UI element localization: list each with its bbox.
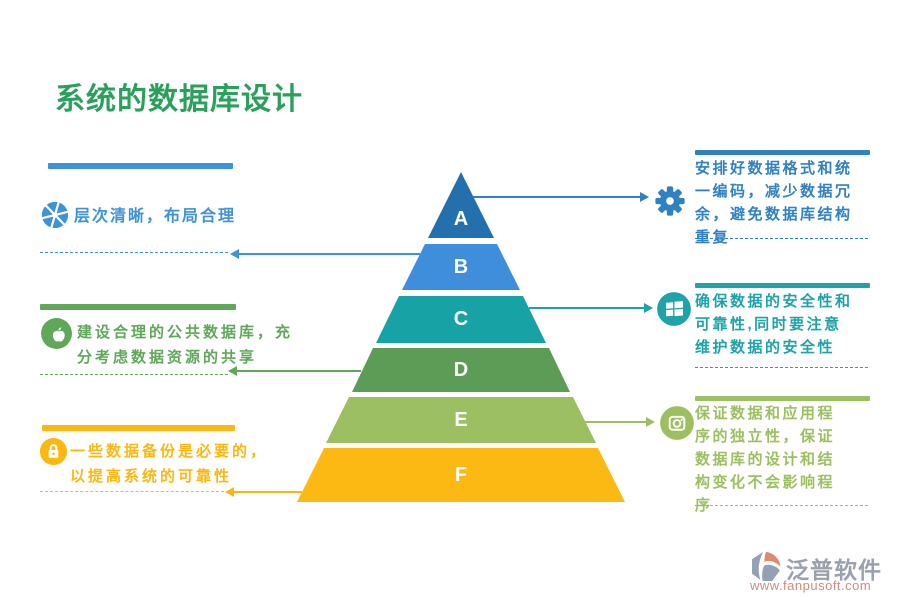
pyramid-level-a: A [428, 172, 494, 238]
right-block2-text: 确保数据的安全性和 可靠性,同时要注意 维护数据的安全性 [695, 293, 853, 356]
right-block2-dashed-line [695, 367, 868, 368]
right-block3-text: 保证数据和应用程 序的独立性，保证 数据库的设计和结 构变化不会影响程 序 [695, 405, 836, 514]
pyramid-level-f: F [297, 448, 625, 502]
left-block1-connector-line [239, 253, 420, 255]
left-block2-dashed-line [40, 374, 228, 375]
right-block2-accent-bar [695, 283, 870, 288]
apple-icon [40, 317, 73, 350]
left-block3-arrowhead [225, 487, 234, 497]
fanpu-logo-icon [747, 548, 785, 586]
pyramid-level-d: D [352, 348, 570, 392]
right-block3-dashed-line [695, 505, 868, 506]
right-block2-arrowhead [644, 303, 653, 313]
right-block1-accent-bar [695, 150, 870, 155]
page-title: 系统的数据库设计 [55, 83, 303, 116]
left-block1-dashed-line [40, 252, 228, 253]
right-block3-arrowhead [646, 417, 655, 427]
left-block3-connector-line [234, 491, 302, 493]
pyramid-level-d-label: D [453, 358, 469, 381]
pyramid-level-b: B [402, 244, 520, 290]
pyramid-level-c-label: C [453, 308, 469, 330]
right-block1-dashed-line [695, 238, 868, 239]
left-block2-accent-bar [40, 304, 236, 310]
camera-icon [659, 405, 695, 441]
left-block2-connector-line [237, 370, 361, 372]
windows-icon [656, 291, 692, 327]
pyramid-level-a-label: A [453, 208, 469, 230]
right-block2-connector-line [529, 307, 644, 309]
pyramid-level-c: C [376, 296, 546, 343]
left-block1-accent-bar [48, 163, 233, 169]
aperture-icon [40, 200, 70, 230]
right-block1-connector-line [473, 196, 641, 198]
left-block3-text: 一些数据备份是必要的， 以提高系统的可靠性 [70, 443, 269, 485]
right-block3-accent-bar [695, 396, 870, 401]
right-block1-arrowhead [640, 192, 649, 202]
footer-brand-name: 泛普软件 [786, 557, 882, 583]
pyramid-level-b-label: B [453, 255, 469, 278]
lock-icon [38, 436, 69, 467]
left-block1-text: 层次清晰，布局合理 [74, 208, 237, 225]
left-block3-dashed-line [40, 491, 224, 492]
right-block1-text: 安排好数据格式和统 一编码，减少数据冗 余，避免数据库结构 重复 [695, 160, 853, 246]
footer-website-url: www.fanpusoft.com [750, 578, 872, 593]
gear-icon [652, 183, 688, 219]
pyramid-level-e-label: E [454, 408, 468, 431]
left-block2-text: 建设合理的公共数据库，充 分考虑数据资源的共享 [77, 324, 294, 366]
pyramid-diagram: A B C D E F [295, 172, 627, 502]
left-block2-arrowhead [228, 366, 237, 376]
pyramid-level-e: E [326, 397, 596, 443]
pyramid-level-f-label: F [454, 463, 468, 486]
left-block3-accent-bar [42, 425, 235, 431]
right-block3-connector-line [585, 421, 646, 423]
left-block1-arrowhead [230, 249, 239, 259]
